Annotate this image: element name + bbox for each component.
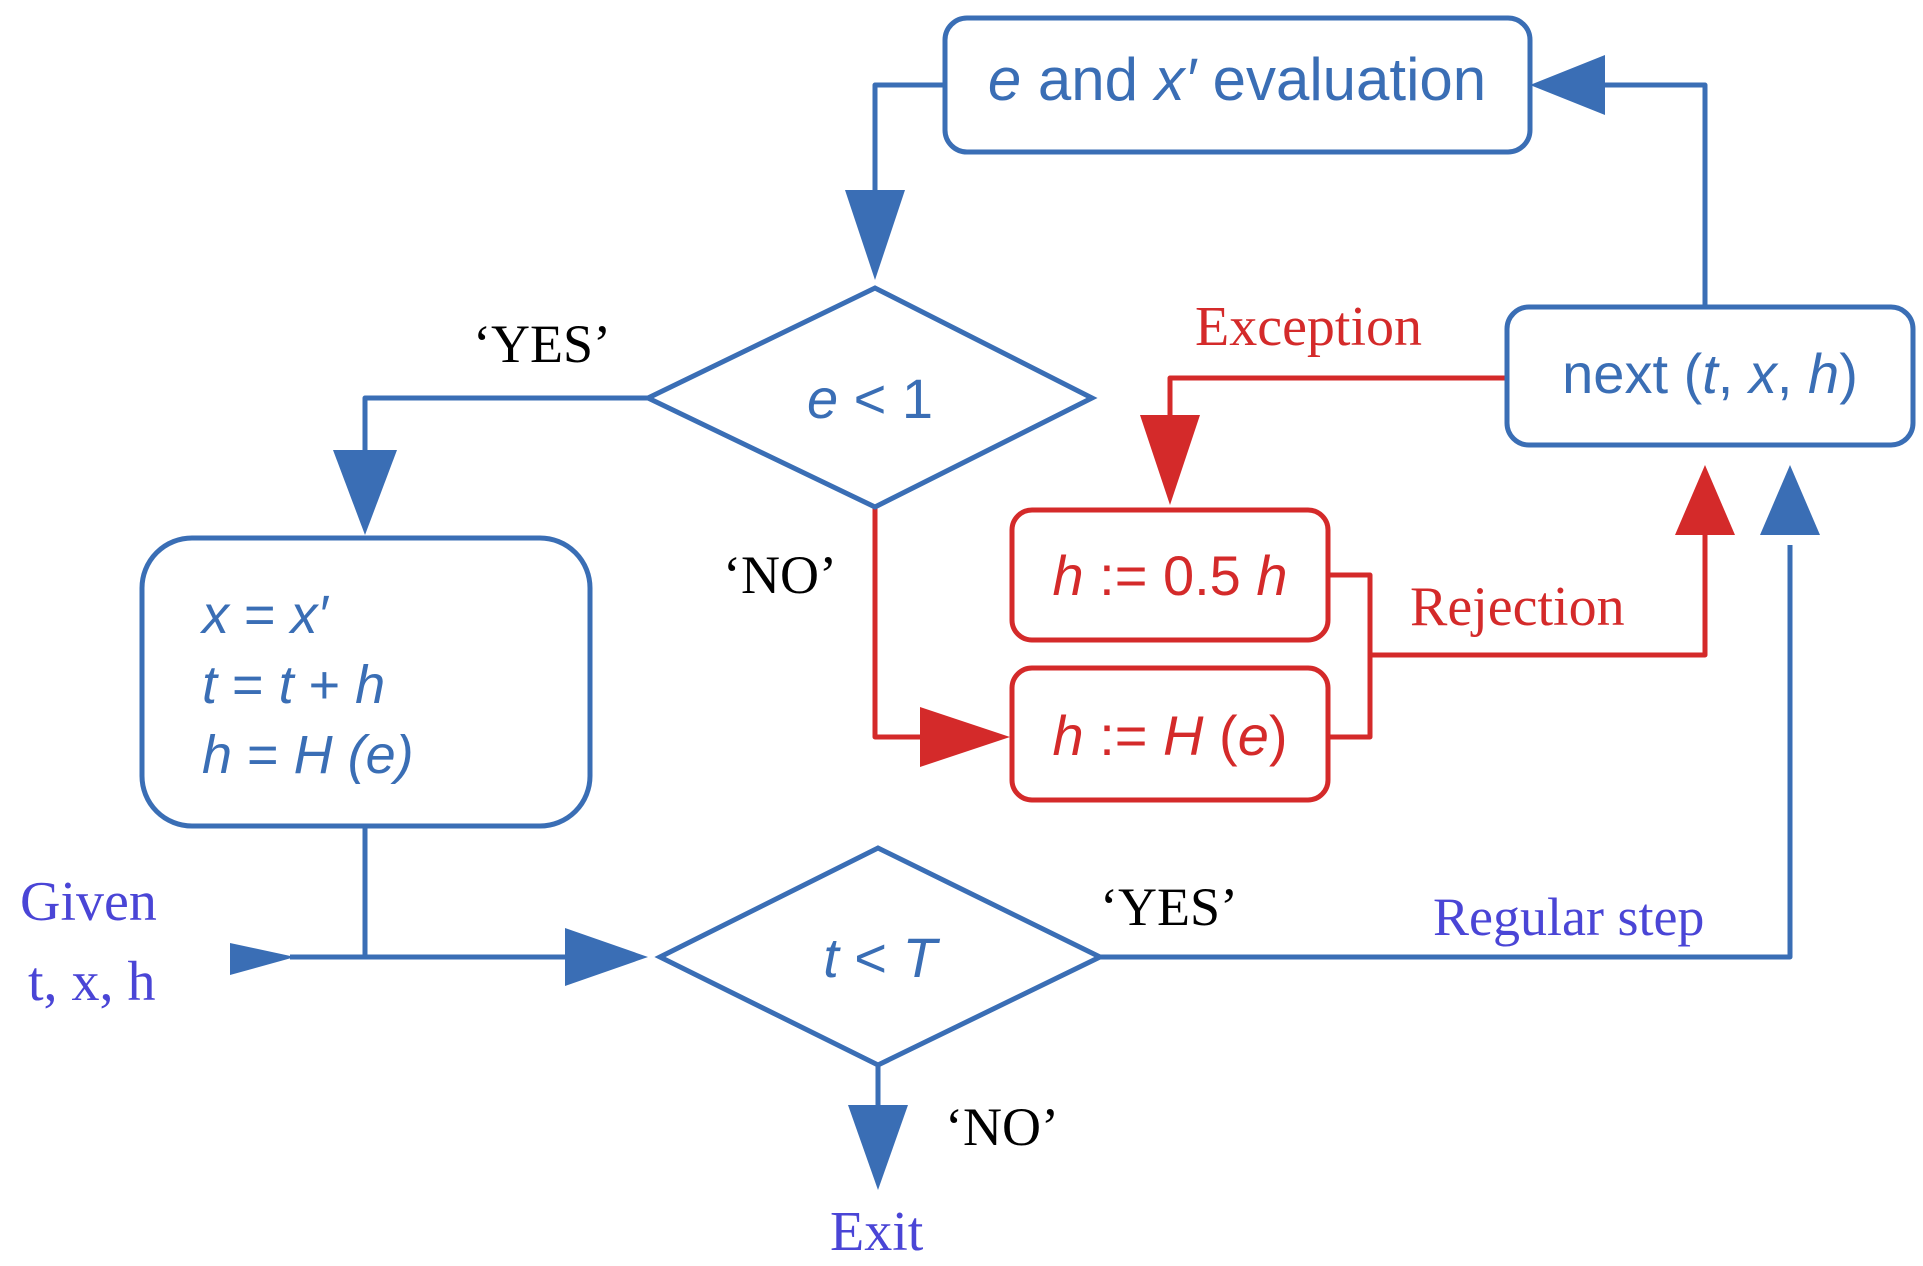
decision-t-diamond [654, 845, 1106, 1068]
accept-box [139, 535, 593, 829]
halve-step-label: h := 0.5 h [1052, 544, 1287, 607]
arrowhead-exit [848, 1105, 908, 1190]
arrowhead-into-decision-t [565, 928, 648, 986]
decision-e-label: e < 1 [807, 367, 933, 430]
arrowhead-into-rescale [920, 707, 1010, 767]
accept-line-h: h = H (e) [202, 725, 414, 785]
arrowhead-into-next-rejection [1675, 465, 1735, 535]
exit-label: Exit [830, 1201, 924, 1263]
accept-line-x: x = x′ [199, 585, 330, 645]
connector-regular-step [1100, 545, 1793, 960]
connector-exception [1167, 375, 1507, 430]
arrowhead-into-accept [333, 450, 397, 535]
exception-label: Exception [1195, 296, 1422, 358]
given-label-line2: t, x, h [28, 951, 156, 1013]
connector-bracket-rescale [1328, 655, 1373, 740]
evaluation-box [942, 15, 1533, 155]
arrowhead-into-evaluation [1530, 55, 1605, 115]
decision-e-diamond [642, 285, 1098, 510]
yes-label-decision-t: ‘YES’ [1100, 877, 1238, 937]
next-box [1504, 304, 1916, 448]
connector-no-to-rescale [872, 507, 930, 740]
yes-label-decision-e: ‘YES’ [473, 314, 611, 374]
regular-step-label: Regular step [1433, 887, 1704, 947]
evaluation-label: e and x′ evaluation [988, 46, 1486, 113]
halve-step-box [1009, 507, 1331, 643]
accept-line-t: t = t + h [202, 655, 385, 715]
arrowhead-into-halve [1140, 415, 1200, 505]
connector-rejection [1370, 525, 1708, 658]
no-label-decision-t: ‘NO’ [945, 1097, 1059, 1157]
arrowhead-into-next [1760, 465, 1820, 535]
rejection-label: Rejection [1410, 576, 1625, 638]
given-label-line1: Given [20, 871, 157, 933]
connector-next-to-eval [1595, 82, 1708, 307]
no-label-decision-e: ‘NO’ [723, 545, 837, 605]
rescale-step-label: h := H (e) [1052, 704, 1287, 767]
connector-eval-to-decision-e [872, 82, 945, 220]
next-label: next (t, x, h) [1562, 342, 1858, 405]
connector-yes-to-accept [362, 395, 648, 455]
rescale-step-box [1009, 665, 1331, 803]
decision-t-label: t < T [823, 926, 940, 989]
connector-bracket-halve [1328, 572, 1373, 655]
accept-box-text: x = x′ t = t + h h = H (e) [199, 585, 414, 785]
arrowhead-into-decision-e [845, 190, 905, 280]
arrowhead-given [230, 943, 295, 975]
